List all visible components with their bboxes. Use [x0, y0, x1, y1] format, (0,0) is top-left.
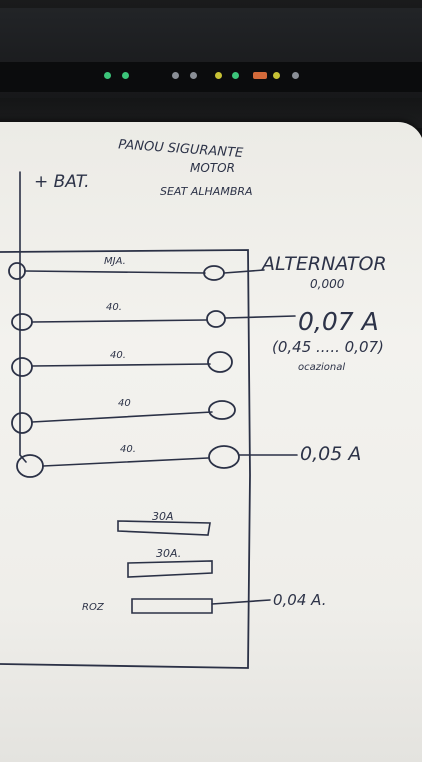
chat-icon — [273, 72, 280, 79]
small-fuse-rating-2: 30A. — [156, 547, 181, 560]
small-fuse-1: 30A — [117, 510, 211, 536]
small-fuse-label-3: ROZ — [82, 602, 105, 613]
fuse-note-2: ocazional — [298, 362, 345, 373]
battery-label: + BAT. — [34, 172, 89, 192]
status-icon — [122, 72, 129, 79]
app-icon — [215, 72, 222, 79]
fuse-rating-3: 40. — [110, 350, 126, 361]
title-line-3: SEAT ALHAMBRA — [160, 185, 253, 198]
fuse-reading-2: 0,07 A — [298, 307, 379, 336]
fuse-row-4: 40 — [11, 398, 236, 434]
wifi-icon — [104, 72, 111, 79]
paper-sheet — [0, 122, 422, 762]
moon-icon — [292, 72, 299, 79]
fuse-rating-2: 40. — [106, 302, 122, 313]
fuse-row-2: 40. 0,07 A (0,45 ..... 0,07) ocazional — [11, 302, 384, 373]
small-fuse-2: 30A. — [127, 547, 213, 578]
fuse-subreading-2: (0,45 ..... 0,07) — [272, 338, 384, 356]
fuse-reading-5: 0,05 A — [300, 443, 361, 465]
fuse-reading-1: ALTERNATOR — [260, 253, 387, 275]
fuse-rating-4: 40 — [118, 398, 131, 409]
battery-icon — [253, 72, 267, 79]
title-line-1: PANOU SIGURANTE — [118, 137, 245, 161]
fuse-row-5: 40. 0,05 A — [16, 443, 361, 478]
battery-feed-line — [19, 171, 27, 463]
network-icon — [172, 72, 179, 79]
panel-outline — [0, 249, 251, 669]
fuse-rating-1: MJA. — [104, 256, 126, 267]
fuse-subreading-1: 0,000 — [310, 277, 345, 291]
small-fuse-3: ROZ 0,04 A. — [82, 591, 326, 614]
sync-icon — [232, 72, 239, 79]
fuse-row-3: 40. — [11, 350, 233, 377]
volume-icon — [190, 72, 197, 79]
small-fuse-rating-1: 30A — [152, 510, 174, 523]
taskbar — [0, 62, 422, 92]
fuse-row-1: MJA. ALTERNATOR 0,000 — [8, 253, 387, 291]
title-line-2: MOTOR — [190, 161, 235, 175]
fuse-rating-5: 40. — [120, 444, 136, 455]
small-fuse-reading-3: 0,04 A. — [273, 591, 326, 609]
